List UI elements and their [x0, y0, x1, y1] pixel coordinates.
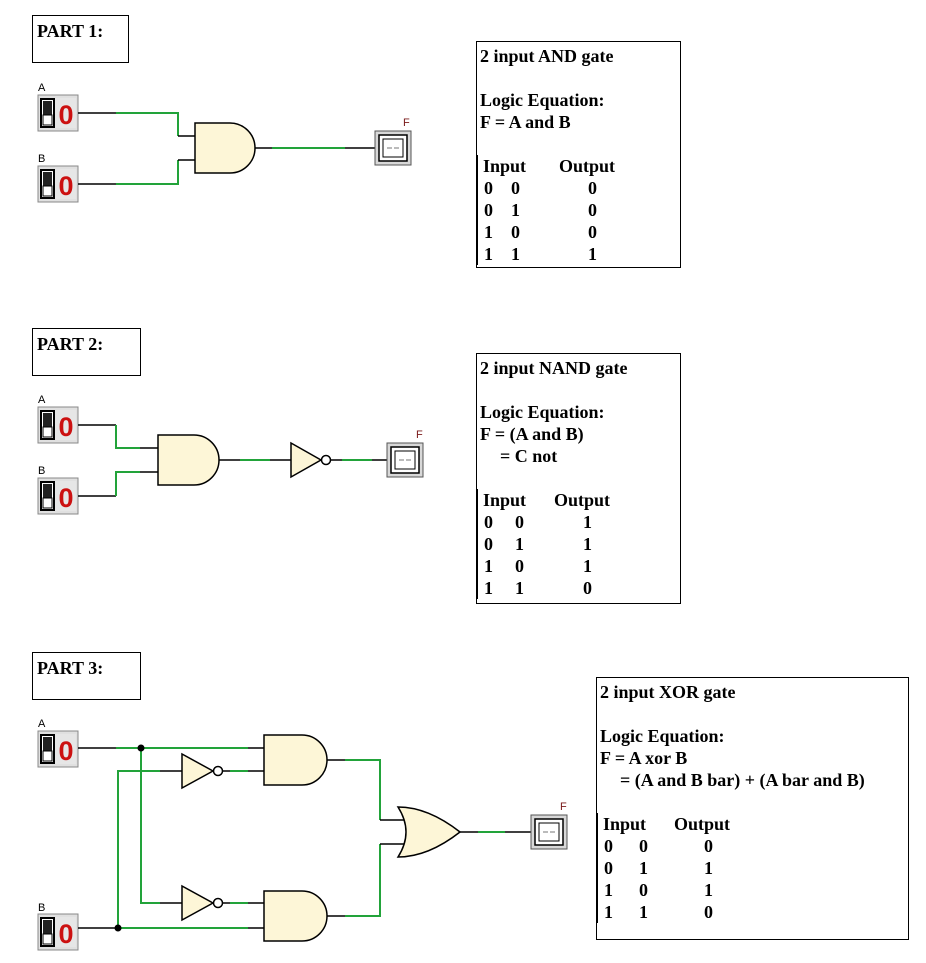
part3-pin-a-label: A — [38, 718, 46, 730]
part2-switch-b[interactable]: 0 — [37, 477, 79, 515]
switch-b-value: 0 — [58, 483, 73, 513]
part1-label: PART 1: — [32, 15, 129, 63]
part1-eq-line-1: F = A and B — [480, 112, 571, 132]
part3-switch-a[interactable]: 0 — [37, 730, 79, 768]
part2-eq-heading: Logic Equation: — [480, 402, 605, 422]
part3-eq-line-2: = (A and B bar) + (A bar and B) — [620, 770, 865, 790]
part1-circuit: A 0 B 0 F — [37, 82, 412, 203]
part3-and-gate-bottom[interactable] — [263, 890, 328, 942]
part3-eq-heading: Logic Equation: — [600, 726, 725, 746]
part2-pin-a-label: A — [38, 394, 46, 406]
part2-switch-a[interactable]: 0 — [37, 406, 79, 444]
part1-eq-heading: Logic Equation: — [480, 90, 605, 110]
part2-output-probe — [386, 442, 424, 478]
part1-header-output: Output — [559, 156, 616, 176]
part2-info-box: 2 input NAND gate Logic Equation: F = (A… — [476, 353, 681, 604]
part2-header-input: Input — [483, 490, 527, 510]
part3-circuit: A 0 B 0 — [37, 718, 568, 951]
part2-label: PART 2: — [32, 328, 141, 376]
part1-switch-b[interactable]: 0 — [37, 165, 79, 203]
part3-eq-line-1: F = A xor B — [600, 748, 688, 768]
part3-output-probe — [530, 814, 568, 850]
part2-eq-line-1: F = (A and B) — [480, 424, 584, 444]
part3-or-gate[interactable] — [396, 806, 462, 858]
part2-and-gate[interactable] — [157, 434, 220, 486]
part3-info-box: 2 input XOR gate Logic Equation: F = A x… — [596, 677, 909, 940]
part3-box-title: 2 input XOR gate — [600, 682, 736, 702]
part3-switch-b[interactable]: 0 — [37, 913, 79, 951]
switch-a-value: 0 — [58, 100, 73, 130]
part3-not-gate-bottom[interactable] — [181, 884, 215, 922]
part1-box-title: 2 input AND gate — [480, 46, 614, 66]
part2-box-title: 2 input NAND gate — [480, 358, 628, 378]
part2-eq-line-2: = C not — [500, 446, 558, 466]
part3-pin-f-label: F — [560, 801, 567, 813]
part3-header-output: Output — [674, 814, 731, 834]
part1-and-gate[interactable] — [194, 122, 256, 174]
part2-circuit: A 0 B 0 F — [37, 394, 424, 515]
part1-pin-a-label: A — [38, 82, 46, 94]
part1-pin-b-label: B — [38, 153, 45, 165]
part3-pin-b-label: B — [38, 902, 45, 914]
part1-pin-f-label: F — [403, 117, 410, 129]
switch-a-value: 0 — [58, 412, 73, 442]
part1-switch-a[interactable]: 0 — [37, 94, 79, 132]
junction-dot-b — [114, 924, 122, 932]
part2-pin-b-label: B — [38, 465, 45, 477]
part1-info-box: 2 input AND gate Logic Equation: F = A a… — [476, 41, 681, 268]
part2-header-output: Output — [554, 490, 611, 510]
part2-pin-f-label: F — [416, 429, 423, 441]
part3-not-gate-top[interactable] — [181, 752, 215, 790]
part3-header-input: Input — [603, 814, 647, 834]
part1-header-input: Input — [483, 156, 527, 176]
junction-dot-a — [137, 744, 145, 752]
part1-output-probe — [374, 130, 412, 166]
switch-a-value: 0 — [58, 736, 73, 766]
part2-not-gate[interactable] — [290, 441, 323, 479]
switch-b-value: 0 — [58, 919, 73, 949]
part3-label: PART 3: — [32, 652, 141, 700]
switch-b-value: 0 — [58, 171, 73, 201]
part3-and-gate-top[interactable] — [263, 734, 328, 786]
